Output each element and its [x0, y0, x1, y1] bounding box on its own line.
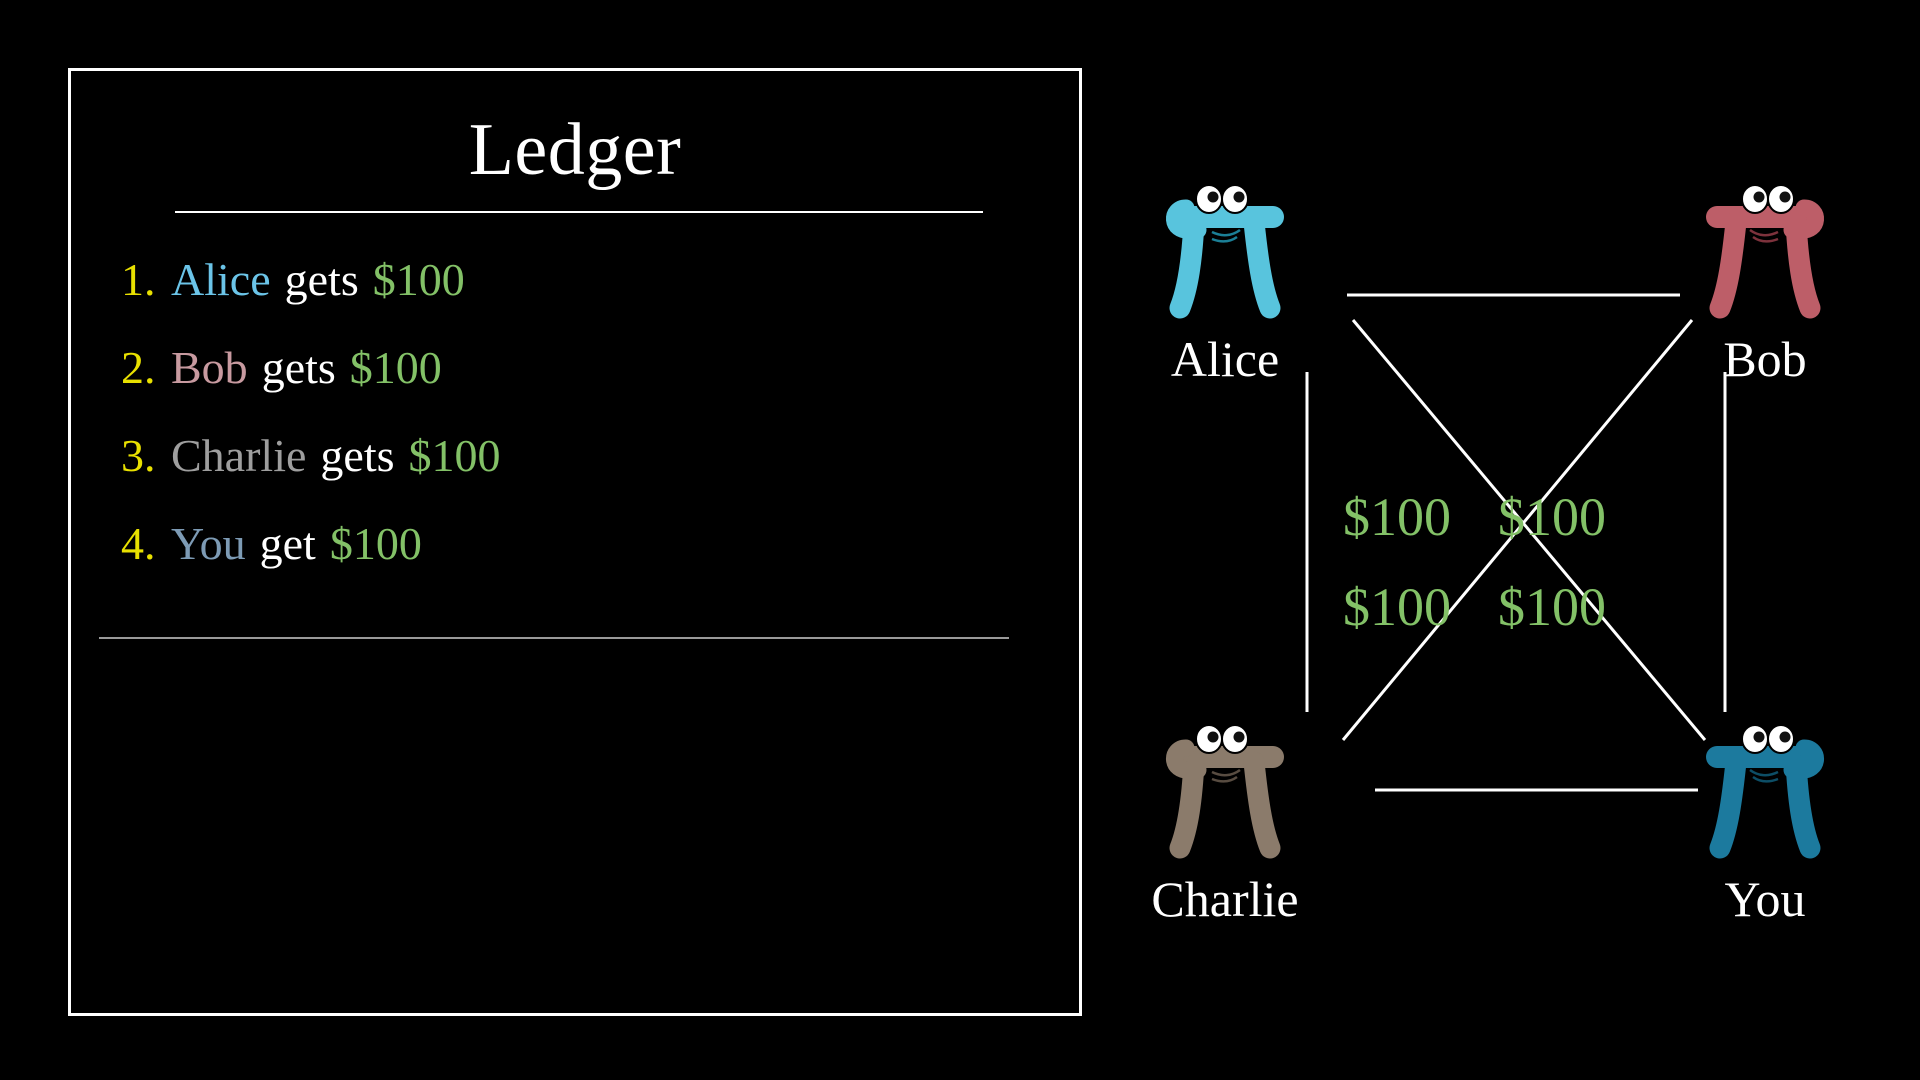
ledger-entry-row: 2. Bob gets $100	[99, 341, 1049, 429]
graph-node-charlie[interactable]: Charlie	[1120, 718, 1330, 924]
ledger-entry-row: 4. You get $100	[99, 517, 1049, 605]
graph-edge-layer	[1305, 293, 1727, 792]
pi-creature-alice-icon	[1120, 178, 1330, 338]
ledger-entry-party: You	[171, 518, 246, 569]
ledger-entry-list: 1. Alice gets $100 2. Bob gets $100 3. C…	[99, 253, 1049, 605]
graph-node-label: Alice	[1170, 331, 1280, 387]
graph-node-bob[interactable]: Bob	[1660, 178, 1870, 384]
ledger-entry-verb: get	[259, 518, 316, 569]
pi-creature-bob-icon	[1660, 178, 1870, 338]
edge-amount-label: $100	[1343, 487, 1451, 547]
ledger-panel: Ledger 1. Alice gets $100 2. Bob gets $1…	[68, 68, 1082, 1016]
ledger-entry-row: 1. Alice gets $100	[99, 253, 1049, 341]
ledger-entry-row: 3. Charlie gets $100	[99, 429, 1049, 517]
ledger-entry-amount: $100	[349, 342, 442, 393]
edge-alice-you	[1351, 319, 1707, 741]
pi-creature-you-icon	[1660, 718, 1870, 878]
ledger-entry-verb: gets	[284, 254, 359, 305]
edge-amount-label: $100	[1343, 577, 1451, 637]
edge-bob-charlie	[1341, 319, 1694, 741]
graph-node-label: Bob	[1723, 331, 1807, 387]
ledger-entry-number: 1.	[121, 254, 156, 305]
graph-node-label: Charlie	[1151, 871, 1299, 927]
ledger-entry-verb: gets	[261, 342, 336, 393]
ledger-bottom-divider	[99, 637, 1009, 639]
transaction-graph-panel: Alice Bob	[1085, 0, 1920, 1080]
ledger-entry-number: 3.	[121, 430, 156, 481]
ledger-entry-number: 4.	[121, 518, 156, 569]
graph-node-you[interactable]: You	[1660, 718, 1870, 924]
ledger-entry-amount: $100	[329, 518, 422, 569]
ledger-entry-amount: $100	[408, 430, 501, 481]
ledger-entry-verb: gets	[320, 430, 395, 481]
ledger-title-divider	[175, 211, 983, 213]
edge-amount-label: $100	[1498, 487, 1606, 547]
graph-node-label: You	[1724, 871, 1806, 927]
graph-node-alice[interactable]: Alice	[1120, 178, 1330, 384]
ledger-entry-number: 2.	[121, 342, 156, 393]
ledger-title: Ledger	[468, 109, 682, 191]
ledger-entry-amount: $100	[372, 254, 465, 305]
pi-creature-charlie-icon	[1120, 718, 1330, 878]
ledger-entry-party: Alice	[171, 254, 271, 305]
ledger-entry-party: Charlie	[171, 430, 307, 481]
ledger-entry-party: Bob	[171, 342, 248, 393]
edge-amount-label: $100	[1498, 577, 1606, 637]
